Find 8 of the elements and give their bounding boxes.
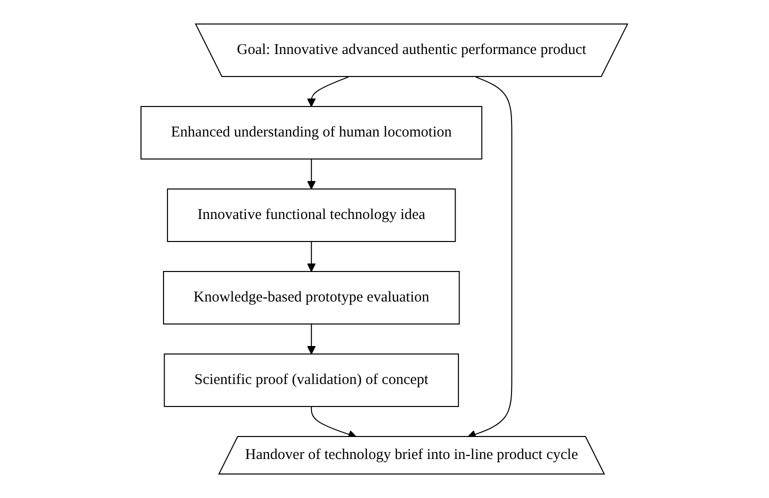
node-box: Enhanced understanding of human locomotion [140, 106, 482, 160]
arrow [307, 158, 316, 190]
arrow [307, 241, 316, 272]
arrow [307, 324, 316, 354]
node-box: Innovative functional technology idea [167, 188, 456, 242]
node-box: Knowledge-based prototype evaluation [163, 271, 460, 324]
arrow [307, 76, 350, 107]
node-box: Scientific proof (validation) of concept [164, 354, 460, 407]
